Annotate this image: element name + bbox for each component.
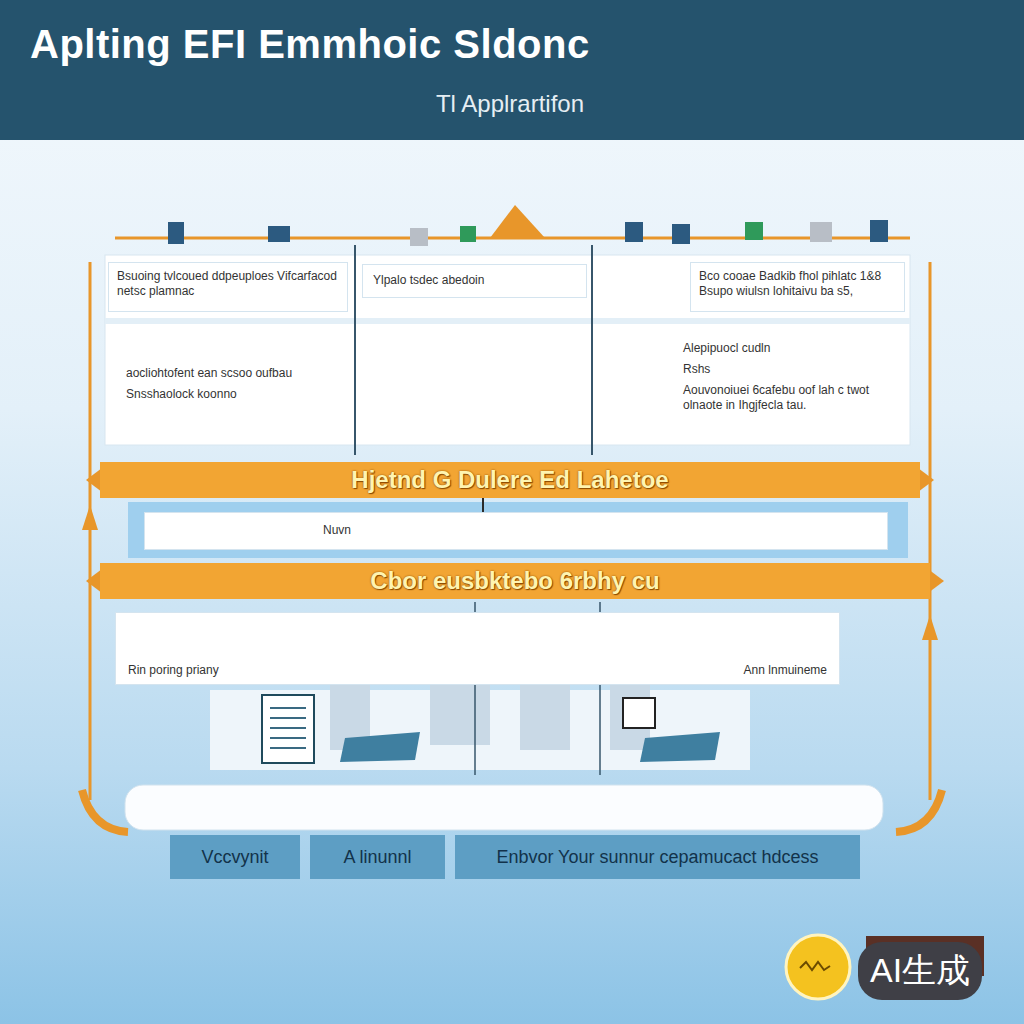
info-box: aocliohtofent ean scsoo oufbauSnsshaoloc… [118, 360, 346, 432]
blue-band: Nuvn [144, 512, 888, 550]
node-text: Cbor eusbktebo 6rbhy cu [370, 567, 659, 595]
node-text: Rshs [683, 362, 897, 377]
node-text: Snsshaolock koonno [126, 387, 338, 402]
node-text: Alepipuocl cudln [683, 341, 897, 356]
node-text: Aouvonoiuei 6cafebu oof lah c twot olnao… [683, 383, 897, 413]
node-text: Nuvn [323, 523, 877, 538]
info-box: Alepipuocl cudlnRshsAouvonoiuei 6cafebu … [675, 335, 905, 440]
node-text: A linunnl [343, 847, 411, 868]
node-text: Vccvynit [201, 847, 268, 868]
orange-band: Cbor eusbktebo 6rbhy cu [100, 563, 930, 599]
orange-band: Hjetnd G Dulere Ed Lahetoe [100, 462, 920, 498]
node-text: Rin poring priany [128, 663, 219, 678]
node-text: Enbvor Your sunnur cepamucact hdcess [496, 847, 818, 868]
node-text: Bsuoing tvlcoued ddpeuploes Vifcarfacod … [117, 269, 339, 299]
footer-cell: A linunnl [310, 835, 445, 879]
node-text: Hjetnd G Dulere Ed Lahetoe [351, 466, 668, 494]
title: Aplting EFI Emmhoic Sldonc [30, 22, 990, 67]
footer-cell: Vccvynit [170, 835, 300, 879]
info-box: Bco cooae Badkib fhol pihlatc 1&8 Bsupo … [690, 262, 905, 312]
header-bar [0, 0, 1024, 140]
footer-cell: Enbvor Your sunnur cepamucact hdcess [455, 835, 860, 879]
info-box: Bsuoing tvlcoued ddpeuploes Vifcarfacod … [108, 262, 348, 312]
node-text: Ann lnmuineme [744, 663, 827, 678]
caption: Tl Applrartifon [300, 90, 720, 118]
node-text: Bco cooae Badkib fhol pihlatc 1&8 Bsupo … [699, 269, 896, 299]
node-text: aocliohtofent ean scsoo oufbau [126, 366, 338, 381]
watermark: AI生成 [858, 942, 982, 1000]
bottom-panel: Rin poring priany Ann lnmuineme [115, 612, 840, 685]
info-box: Ylpalo tsdec abedoin [362, 264, 587, 298]
node-text: Ylpalo tsdec abedoin [373, 273, 576, 288]
